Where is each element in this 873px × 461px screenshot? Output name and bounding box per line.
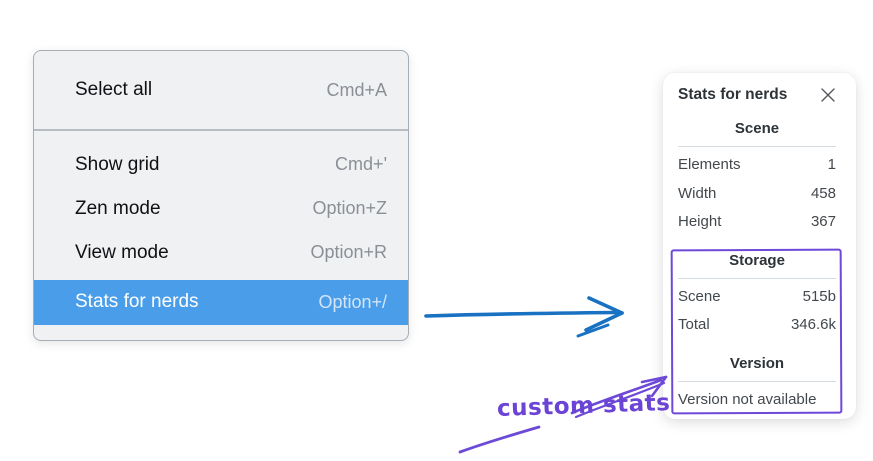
- stat-value: 1: [827, 156, 836, 173]
- stat-label: Scene: [678, 287, 721, 305]
- stat-label: Total: [678, 316, 710, 333]
- stat-value: 515b: [802, 287, 836, 305]
- section-divider: [678, 146, 836, 147]
- stat-row-width: Width 458: [678, 180, 836, 209]
- menu-group-top: Select all Cmd+A: [34, 51, 408, 129]
- stats-panel: Stats for nerds Scene Elements 1 Width 4…: [663, 73, 856, 419]
- stat-label: Elements: [678, 156, 741, 173]
- section-heading-storage: Storage: [729, 251, 785, 269]
- menu-item-zen-mode[interactable]: Zen mode Option+Z: [34, 187, 408, 231]
- stat-row-elements: Elements 1: [678, 151, 836, 180]
- menu-item-label: Zen mode: [75, 197, 161, 219]
- menu-item-stats-for-nerds[interactable]: Stats for nerds Option+/: [34, 279, 408, 325]
- context-menu: Select all Cmd+A Show grid Cmd+' Zen mod…: [33, 50, 409, 341]
- stats-panel-title: Stats for nerds: [678, 86, 788, 103]
- menu-item-label: Stats for nerds: [75, 291, 199, 312]
- section-divider: [678, 380, 836, 382]
- menu-item-shortcut: Cmd+': [335, 154, 387, 174]
- menu-item-shortcut: Option+/: [318, 291, 387, 312]
- close-icon[interactable]: [820, 87, 836, 103]
- menu-separator: [34, 129, 408, 131]
- version-note: Version not available: [678, 390, 817, 408]
- menu-item-select-all[interactable]: Select all Cmd+A: [34, 68, 408, 112]
- stat-label: Height: [678, 213, 722, 230]
- storage-stat-rows: Scene 515b Total 346.6k: [678, 283, 836, 340]
- menu-item-shortcut: Cmd+A: [326, 79, 387, 100]
- menu-item-label: Show grid: [75, 153, 160, 175]
- stat-row-scene-storage: Scene 515b: [678, 283, 836, 312]
- section-divider: [678, 277, 836, 279]
- menu-item-label: View mode: [75, 241, 169, 263]
- section-heading-version: Version: [729, 354, 785, 372]
- menu-item-show-grid[interactable]: Show grid Cmd+': [34, 143, 408, 187]
- stat-label: Width: [678, 184, 717, 202]
- section-heading-scene: Scene: [734, 120, 780, 137]
- stat-value: 346.6k: [790, 316, 836, 333]
- custom-stats-label: custom stats: [496, 389, 671, 423]
- stats-panel-header: Stats for nerds: [678, 86, 836, 104]
- menu-item-shortcut: Option+Z: [312, 198, 387, 218]
- menu-group-bottom: Show grid Cmd+' Zen mode Option+Z View m…: [34, 131, 408, 334]
- stat-row-height: Height 367: [678, 208, 836, 237]
- scene-stat-rows: Elements 1 Width 458 Height 367: [678, 151, 836, 237]
- stat-value: 367: [810, 213, 836, 230]
- stat-value: 458: [810, 184, 836, 202]
- menu-item-shortcut: Option+R: [310, 242, 387, 262]
- stat-row-total-storage: Total 346.6k: [678, 311, 836, 340]
- menu-item-label: Select all: [75, 79, 153, 100]
- menu-item-view-mode[interactable]: View mode Option+R: [34, 231, 408, 275]
